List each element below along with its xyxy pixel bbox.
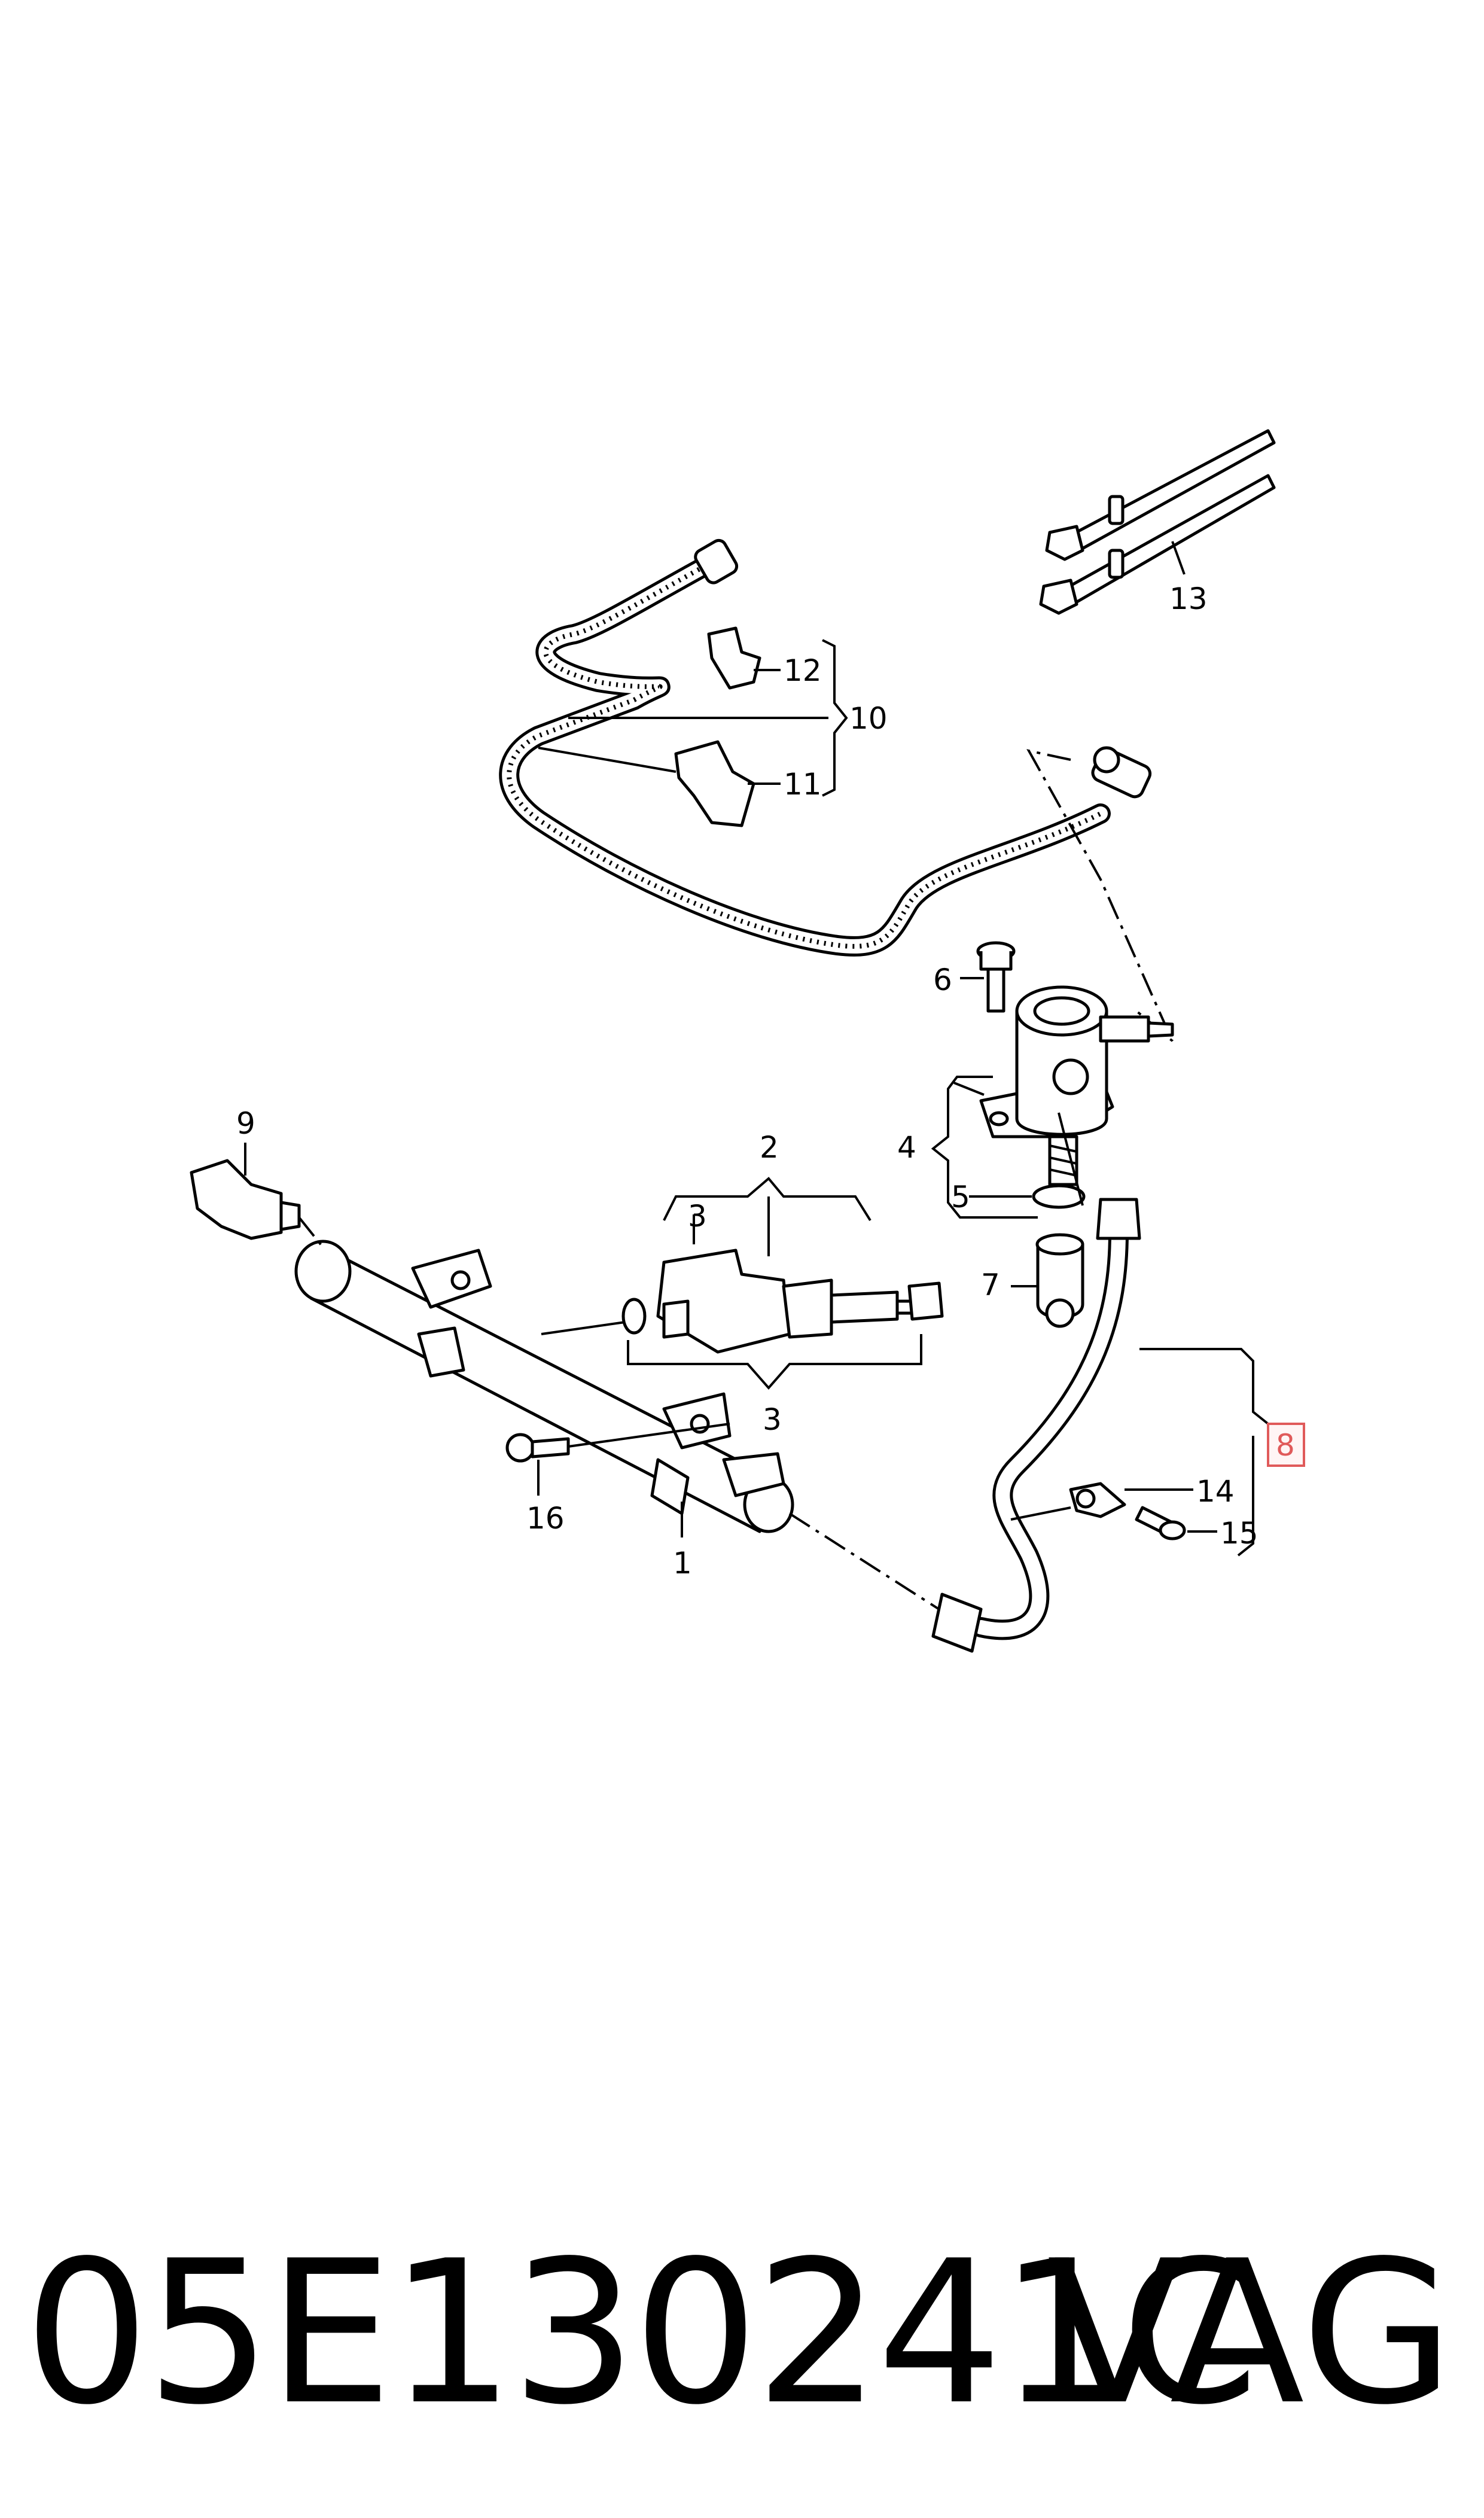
high-pressure-pump <box>979 985 1174 1186</box>
callout-16: 16 <box>526 1501 565 1536</box>
callout-6: 6 <box>933 963 952 997</box>
hose-clip-11 <box>674 740 781 827</box>
o-ring-5 <box>1032 1184 1086 1209</box>
injector-2 <box>621 1249 944 1354</box>
hose-clip-12 <box>707 626 781 690</box>
callout-11: 11 <box>784 767 822 802</box>
callout-4: 4 <box>897 1130 916 1165</box>
callout-14: 14 <box>1196 1474 1235 1509</box>
clamp-14 <box>1069 1482 1193 1518</box>
callout-3a: 3 <box>688 1199 707 1234</box>
bolt-6 <box>960 941 1016 1013</box>
callout-7: 7 <box>981 1268 1000 1302</box>
fuel-hose <box>499 538 1152 957</box>
callout-12: 12 <box>784 653 822 688</box>
cable-ties <box>1039 429 1276 615</box>
brand-name: VAG <box>1047 2218 1454 2448</box>
part-number: 05E130241C <box>24 2218 1259 2448</box>
callout-1: 1 <box>673 1546 692 1581</box>
callout-13: 13 <box>1169 581 1208 616</box>
callout-3b: 3 <box>763 1402 782 1437</box>
callout-8: 8 <box>1276 1428 1295 1463</box>
fuel-rail <box>294 1240 940 1610</box>
callout-15: 15 <box>1220 1516 1258 1551</box>
roller-tappet-7 <box>1011 1233 1084 1328</box>
callout-9: 9 <box>236 1106 255 1141</box>
exploded-parts-diagram: 1 2 3 3 4 5 6 7 8 9 10 11 12 13 14 15 16 <box>190 429 1305 1653</box>
high-pressure-line <box>931 1112 1141 1653</box>
footer: 05E130241C VAG <box>0 2190 1484 2477</box>
pressure-sensor-9 <box>190 1143 324 1249</box>
bolt-16 <box>505 1423 730 1496</box>
callout-2: 2 <box>760 1130 779 1165</box>
callout-10: 10 <box>849 701 888 736</box>
bolt-15 <box>1135 1506 1217 1540</box>
highlight-box-8 <box>1267 1423 1305 1467</box>
callout-5: 5 <box>951 1180 970 1214</box>
